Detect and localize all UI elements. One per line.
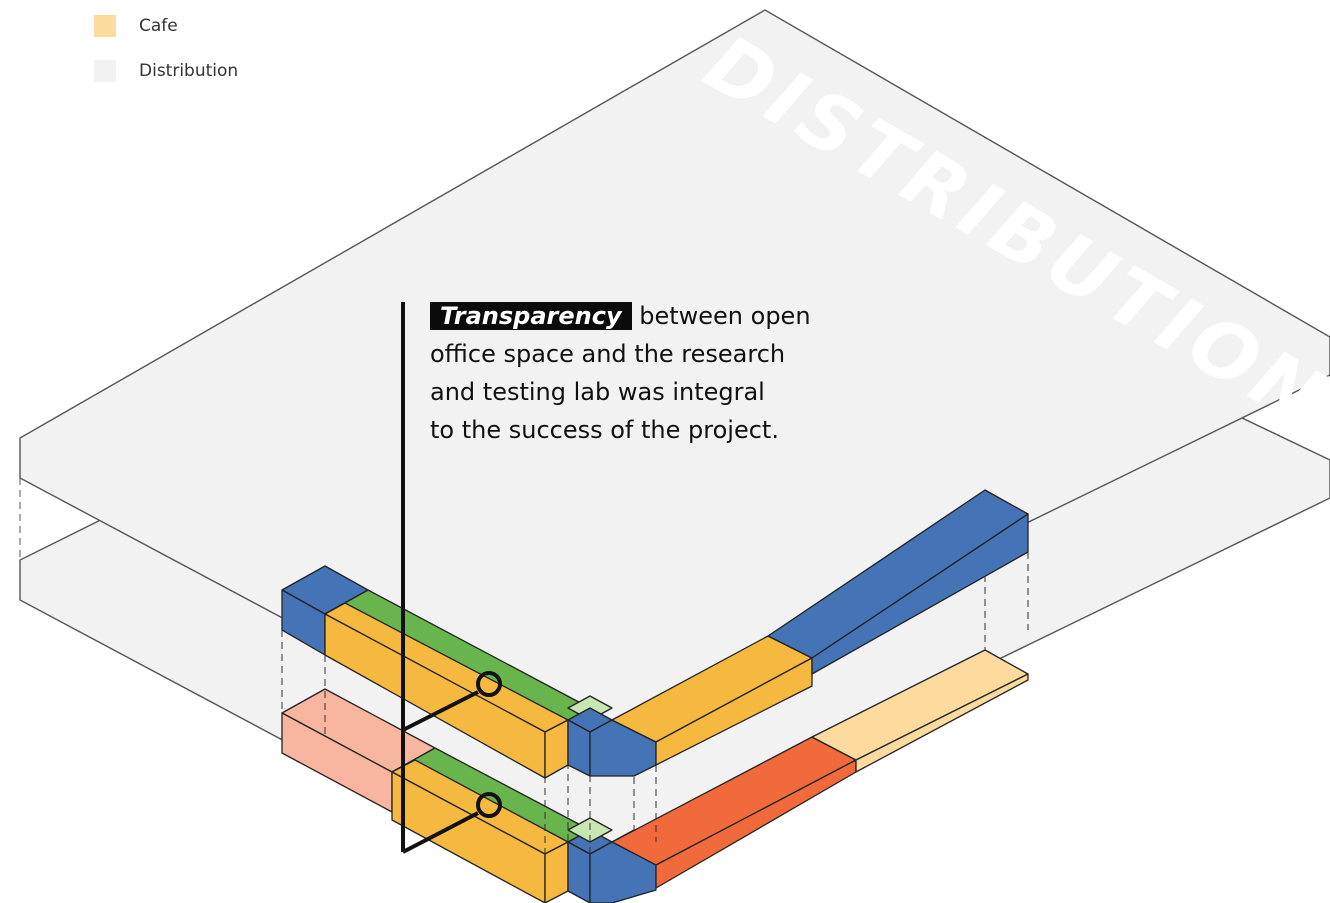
lower-floor-blocks [281,649,1029,903]
cafe-block-side [855,673,1029,773]
legend: Cafe Distribution [94,14,238,104]
legend-swatch-distribution [94,60,116,82]
upper-floor-blocks [281,489,1029,779]
legend-label: Cafe [139,16,178,36]
callout-leader [401,302,502,854]
legend-item-distribution: Distribution [94,59,238,83]
blue-long-block-side [811,513,1029,675]
callout-line: Transparency between open [430,297,890,335]
callout-text: Transparency between open office space a… [430,297,890,449]
blue-core-lower-side [567,841,591,903]
callout-line: office space and the research [430,340,786,368]
callout-marker-lower [476,792,502,818]
legend-swatch-cafe [94,15,116,37]
yellow-block-lower-side [391,771,546,903]
legend-item-cafe: Cafe [94,14,238,38]
upper-floor-plate [19,9,1330,759]
legend-label: Distribution [139,61,239,81]
callout-marker-upper [476,671,502,697]
callout-highlight: Transparency [430,302,632,330]
callout-line: to the success of the project. [430,416,779,444]
callout-line-rest: between open [631,302,811,330]
dashed-connectors [281,552,1029,856]
callout-line: and testing lab was integral [430,378,765,406]
yellow-long-block-side [655,657,813,766]
